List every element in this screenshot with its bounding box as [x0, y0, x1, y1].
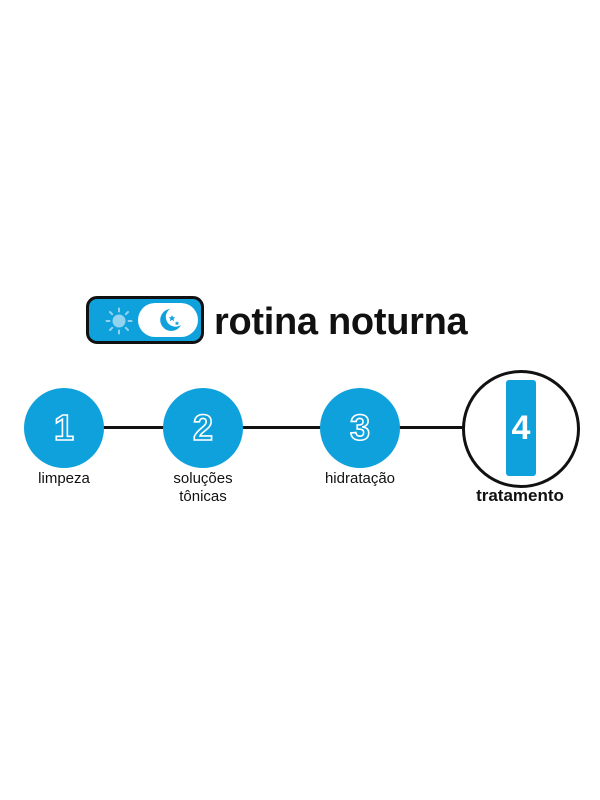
- step-4-circle-active: 4: [462, 370, 580, 488]
- step-4-label: tratamento: [476, 486, 564, 505]
- step-3-label: hidratação: [324, 470, 396, 487]
- sun-icon: [105, 307, 133, 335]
- step-2-number: 2: [192, 407, 214, 448]
- step-2-label-line2: tônicas: [179, 488, 227, 505]
- page-title: rotina noturna: [214, 301, 468, 343]
- step-3-number: 3: [349, 407, 371, 448]
- moon-stars-icon: [160, 309, 181, 331]
- step-3-circle: 3: [320, 388, 400, 468]
- steps-connector-line: [100, 426, 470, 429]
- header: rotina noturna: [86, 294, 526, 350]
- step-1-number: 1: [53, 407, 75, 448]
- step-2-label-line1: soluções: [173, 470, 233, 487]
- step-2-label: soluções tônicas: [133, 470, 273, 506]
- step-4-number: 4: [511, 409, 531, 447]
- day-night-toggle[interactable]: [86, 296, 204, 344]
- toggle-knob[interactable]: [138, 303, 198, 337]
- step-1-circle: 1: [24, 388, 104, 468]
- bottle-icon: 4: [506, 380, 536, 476]
- step-2-circle: 2: [163, 388, 243, 468]
- step-1-label: limpeza: [38, 470, 90, 487]
